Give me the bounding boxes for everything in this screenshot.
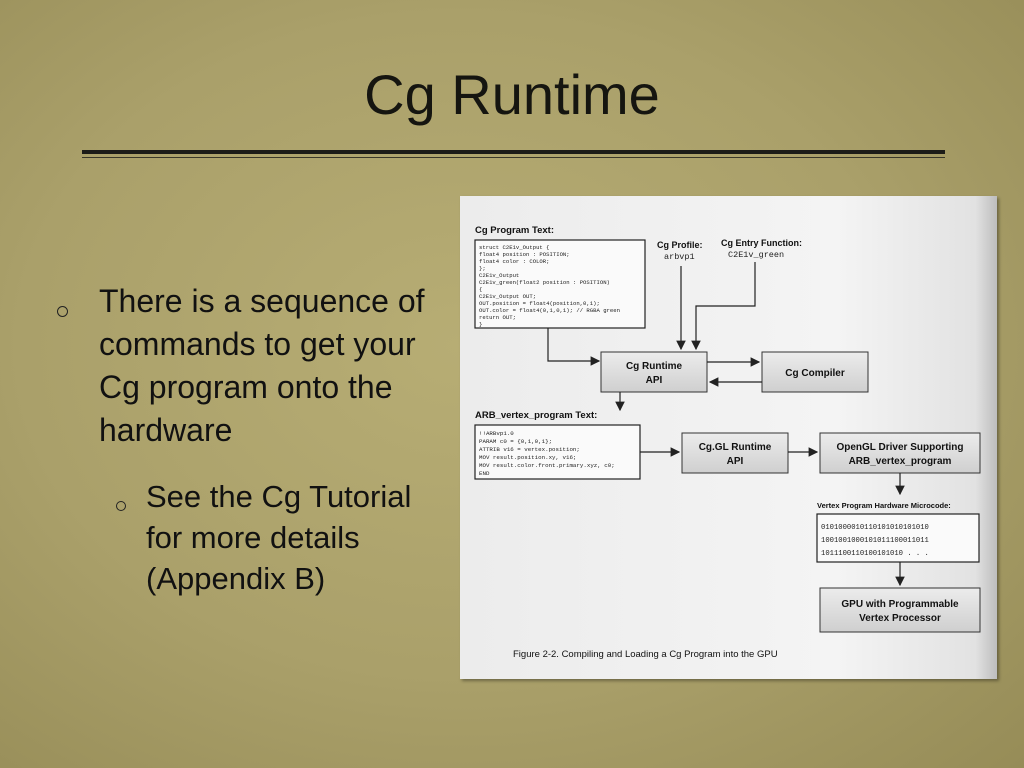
microcode-label: Vertex Program Hardware Microcode: [817,501,951,510]
figure-caption: Figure 2-2. Compiling and Loading a Cg P… [513,649,778,660]
code-line: END [479,470,490,477]
cggl-runtime-box [681,432,789,474]
code-line: MOV result.position.xy, v16; [479,454,576,461]
cg-runtime-line2: API [646,375,663,386]
cg-program-label: Cg Program Text: [475,225,554,236]
gpu-line1: GPU with Programmable [841,599,959,610]
opengl-driver-line2: ARB_vertex_program [849,456,952,467]
microcode-line: 1001001000101011100011011 [821,537,929,545]
arrow [547,328,601,366]
code-line: }; [479,265,486,272]
cggl-runtime-line1: Cg.GL Runtime [699,442,772,453]
gpu-line2: Vertex Processor [859,613,941,624]
bullet-circle-icon [57,306,68,317]
title-underline-thin [82,157,945,158]
bullet-text-2: See the Cg Tutorial for more details (Ap… [146,479,412,596]
code-line: C2E1v_Output [479,272,519,279]
cg-compiler-box [761,351,869,393]
slide-title: Cg Runtime [364,63,660,126]
title-underline [82,150,945,154]
code-line: OUT.position = float4(position,0,1); [479,300,600,307]
code-line: float4 position : POSITION; [479,251,570,258]
code-line: return OUT; [479,314,516,321]
microcode-box [816,513,980,563]
code-line: ATTRIB v16 = vertex.position; [479,446,580,453]
cg-pipeline-figure: Cg Program Text: struct C2E1v_Output { f… [460,196,997,679]
arb-program-code: !!ARBvp1.0 PARAM c0 = {0,1,0,1}; ATTRIB … [479,430,618,477]
bullet-text-1: There is a sequence of commands to get y… [99,283,425,448]
cg-program-code: struct C2E1v_Output { float4 position : … [479,244,623,328]
code-line: PARAM c0 = {0,1,0,1}; [479,438,552,445]
entry-label: Cg Entry Function: [721,238,802,248]
code-line: OUT.color = float4(0,1,0,1); // RGBA gre… [479,307,620,314]
entry-value: C2E1v_green [728,250,784,260]
code-line: MOV result.color.front.primary.xyz, c0; [479,462,615,469]
figure-diagram: Cg Program Text: struct C2E1v_Output { f… [474,225,981,660]
code-line: C2E1v_Output OUT; [479,293,536,300]
microcode-line: 0101000010110101010101010 [821,524,929,532]
sub-bullet-circle-icon [116,501,126,511]
cg-runtime-line1: Cg Runtime [626,361,683,372]
opengl-driver-box [819,432,981,474]
profile-value: arbvp1 [664,252,695,262]
code-line: !!ARBvp1.0 [479,430,514,437]
code-line: } [479,321,482,328]
code-line: float4 color : COLOR; [479,258,550,265]
opengl-driver-line1: OpenGL Driver Supporting [836,442,963,453]
cggl-runtime-line2: API [727,456,744,467]
code-line: struct C2E1v_Output { [479,244,550,251]
arrow [691,262,756,351]
microcode-text: 0101000010110101010101010 10010010001010… [821,524,933,558]
code-line: { [479,286,482,293]
cg-runtime-box [600,351,708,393]
cg-program-box [474,239,646,329]
gpu-box [819,587,981,633]
code-line: C2E1v_green(float2 position : POSITION) [479,279,610,286]
arb-label: ARB_vertex_program Text: [475,410,597,421]
profile-label: Cg Profile: [657,240,703,250]
cg-compiler-label: Cg Compiler [785,368,845,379]
microcode-line: 1011100110100101010 . . . [821,550,929,558]
